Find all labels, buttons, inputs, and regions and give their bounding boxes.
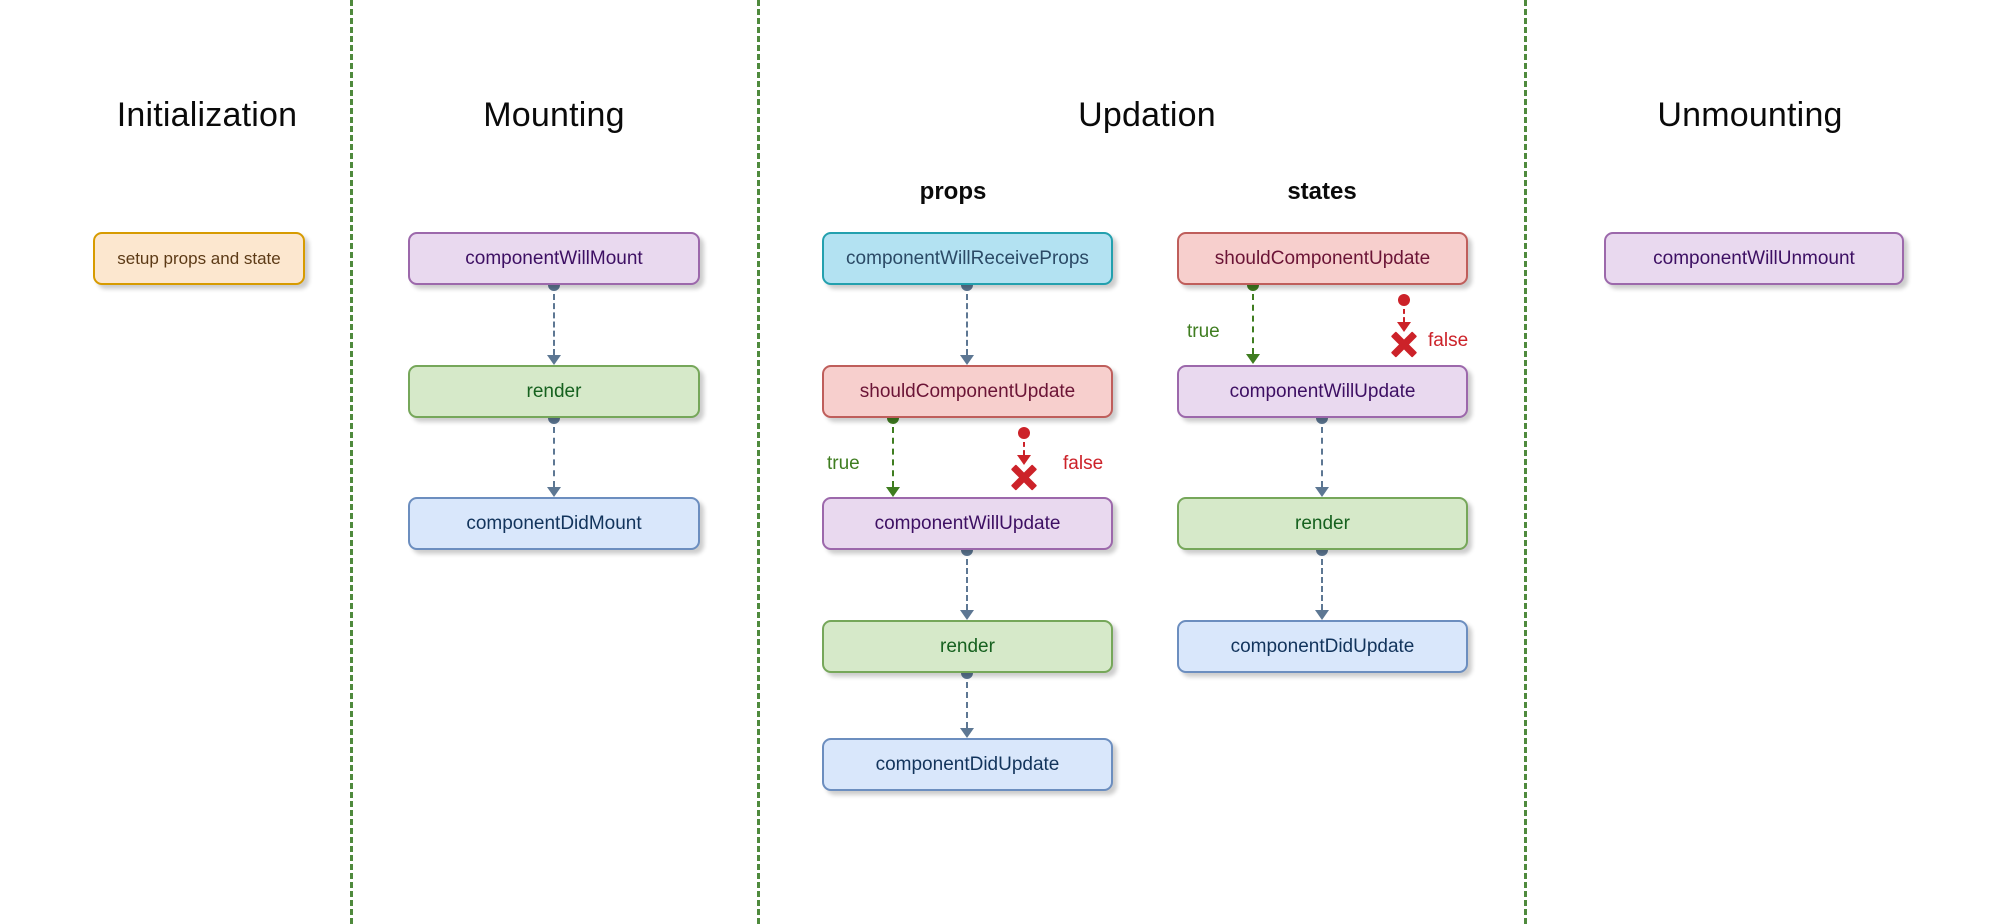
lifecycle-node[interactable]: componentWillUnmount bbox=[1604, 232, 1904, 285]
phase-title-updation: Updation bbox=[1078, 96, 1216, 134]
connector-arrowhead bbox=[547, 487, 561, 497]
branch-label-true-updation_states: true bbox=[1187, 321, 1220, 342]
phase-title-initialization: Initialization bbox=[116, 96, 298, 134]
lifecycle-node[interactable]: render bbox=[822, 620, 1113, 673]
connector-arrowhead bbox=[1315, 610, 1329, 620]
connector-dashed-line bbox=[1252, 294, 1254, 354]
connector-dashed-line bbox=[553, 294, 555, 355]
subgroup-title-props: props bbox=[919, 178, 987, 205]
lifecycle-node[interactable]: componentWillUpdate bbox=[1177, 365, 1468, 418]
false-branch-dashed-line bbox=[1023, 442, 1025, 455]
lifecycle-node[interactable]: render bbox=[1177, 497, 1468, 550]
connector-arrowhead bbox=[960, 355, 974, 365]
lifecycle-node[interactable]: componentWillReceiveProps bbox=[822, 232, 1113, 285]
lifecycle-node[interactable]: setup props and state bbox=[93, 232, 305, 285]
connector-dashed-line bbox=[966, 559, 968, 610]
branch-label-true-updation_props: true bbox=[827, 453, 860, 474]
column-divider-1 bbox=[350, 0, 353, 924]
connector-dashed-line bbox=[892, 427, 894, 487]
phase-title-unmounting: Unmounting bbox=[1657, 96, 1843, 134]
false-branch-dashed-line bbox=[1403, 309, 1405, 322]
connector-arrowhead bbox=[1246, 354, 1260, 364]
connector-arrowhead bbox=[547, 355, 561, 365]
phase-title-mounting: Mounting bbox=[483, 96, 625, 134]
false-branch-dot bbox=[1398, 294, 1410, 306]
column-divider-3 bbox=[1524, 0, 1527, 924]
lifecycle-node[interactable]: componentWillMount bbox=[408, 232, 700, 285]
connector-dashed-line bbox=[966, 682, 968, 728]
connector-arrowhead bbox=[886, 487, 900, 497]
connector-dashed-line bbox=[1321, 559, 1323, 610]
lifecycle-node[interactable]: shouldComponentUpdate bbox=[1177, 232, 1468, 285]
lifecycle-node[interactable]: componentDidMount bbox=[408, 497, 700, 550]
connector-arrowhead bbox=[960, 610, 974, 620]
false-branch-x-icon bbox=[1389, 329, 1419, 359]
column-divider-2 bbox=[757, 0, 760, 924]
lifecycle-node[interactable]: render bbox=[408, 365, 700, 418]
lifecycle-node[interactable]: componentDidUpdate bbox=[822, 738, 1113, 791]
subgroup-title-states: states bbox=[1287, 178, 1357, 205]
connector-dashed-line bbox=[966, 294, 968, 355]
false-branch-dot bbox=[1018, 427, 1030, 439]
connector-dashed-line bbox=[1321, 427, 1323, 487]
lifecycle-node[interactable]: shouldComponentUpdate bbox=[822, 365, 1113, 418]
false-branch-arrowhead bbox=[1397, 322, 1411, 332]
connector-arrowhead bbox=[960, 728, 974, 738]
branch-label-false-updation_props: false bbox=[1063, 453, 1104, 474]
branch-label-false-updation_states: false bbox=[1428, 330, 1469, 351]
lifecycle-node[interactable]: componentWillUpdate bbox=[822, 497, 1113, 550]
lifecycle-node[interactable]: componentDidUpdate bbox=[1177, 620, 1468, 673]
false-branch-x-icon bbox=[1009, 462, 1039, 492]
connector-dashed-line bbox=[553, 427, 555, 487]
connector-arrowhead bbox=[1315, 487, 1329, 497]
false-branch-arrowhead bbox=[1017, 455, 1031, 465]
